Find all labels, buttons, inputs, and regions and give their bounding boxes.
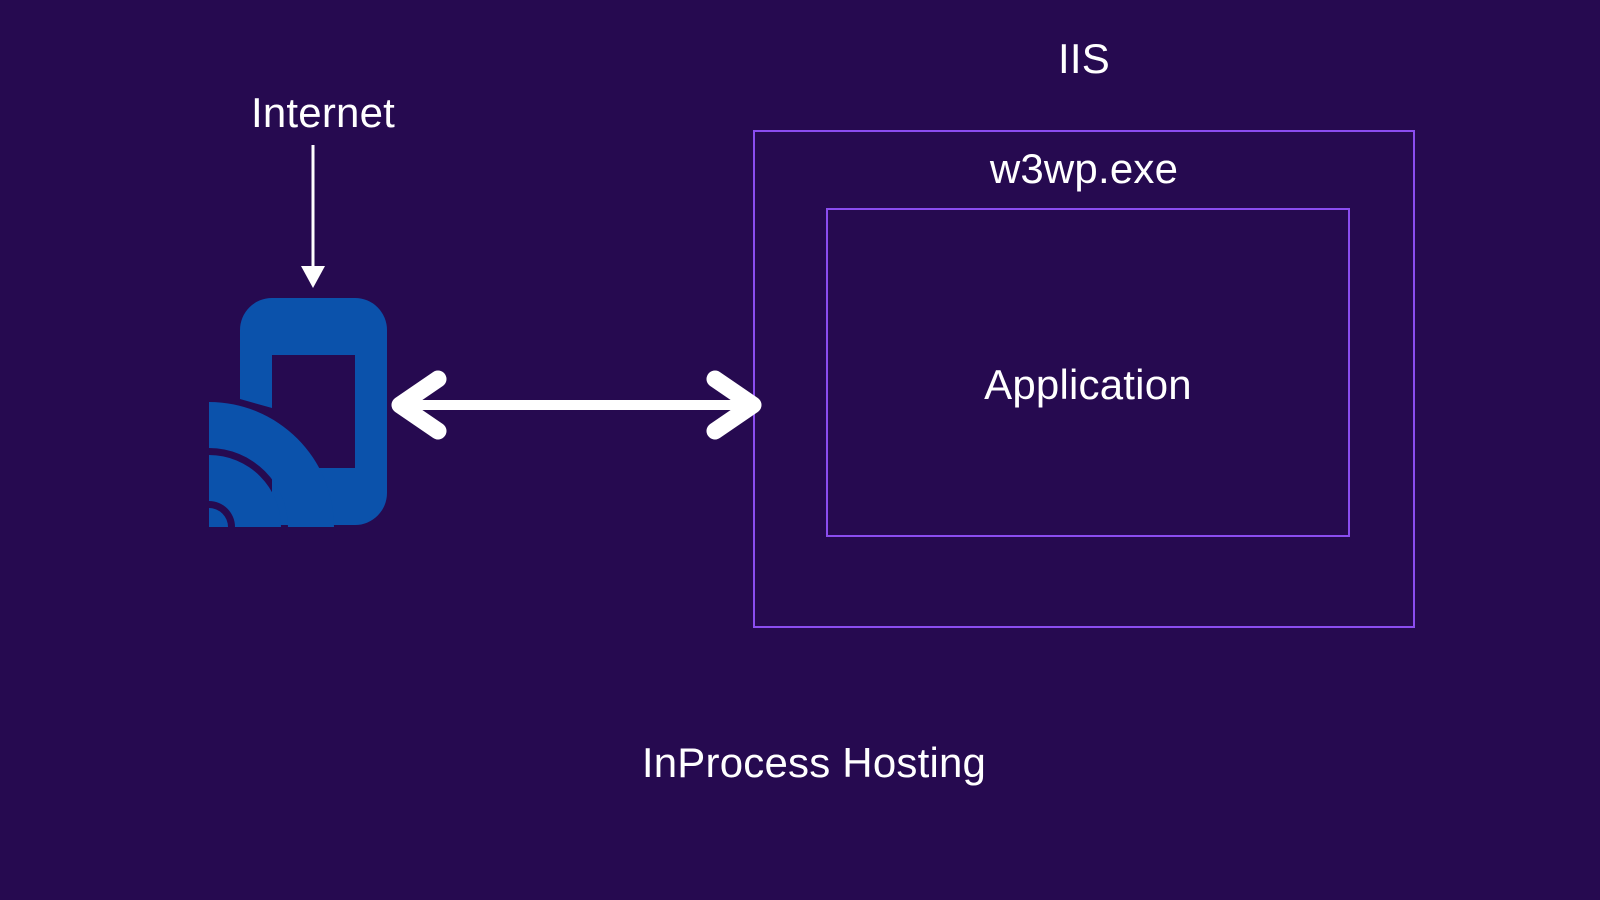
diagram-caption: InProcess Hosting — [641, 739, 987, 786]
application-box — [826, 208, 1350, 537]
iis-label: IIS — [1058, 35, 1110, 82]
internet-label: Internet — [250, 89, 396, 136]
application-label: Application — [984, 361, 1192, 408]
w3wp-exe-label: w3wp.exe — [989, 145, 1179, 192]
